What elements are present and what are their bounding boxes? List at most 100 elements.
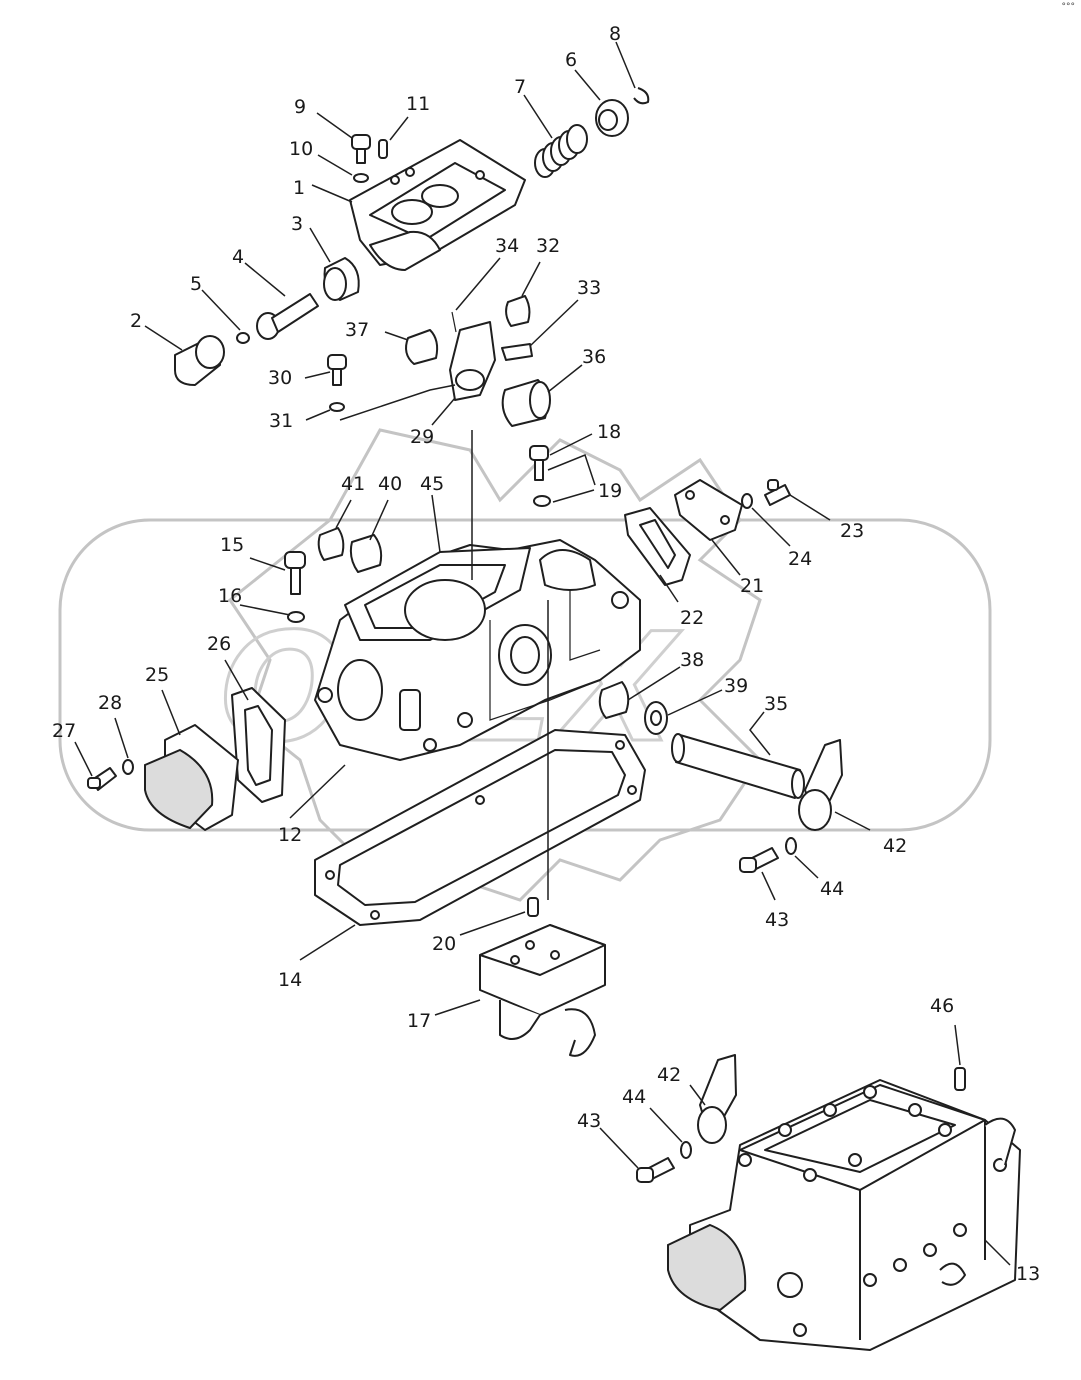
gasket-26 — [231, 687, 286, 803]
label-18: 18 — [597, 421, 621, 443]
bushing-38 — [598, 681, 630, 719]
label-5: 5 — [190, 273, 202, 295]
washer-31 — [329, 402, 345, 412]
bolt-43b — [636, 1157, 675, 1183]
washer-24 — [741, 493, 753, 509]
label-29: 29 — [410, 426, 434, 448]
pin-33 — [501, 343, 533, 361]
part-5 — [236, 332, 250, 344]
label-26: 26 — [207, 633, 231, 655]
label-33: 33 — [577, 277, 601, 299]
washer-19 — [533, 495, 551, 507]
label-4: 4 — [232, 246, 244, 268]
label-15: 15 — [220, 534, 244, 556]
label-45: 45 — [420, 473, 444, 495]
sleeve-3 — [323, 257, 360, 301]
label-38: 38 — [680, 649, 704, 671]
label-24: 24 — [788, 548, 812, 570]
top-cover — [349, 139, 526, 271]
bushing-36 — [501, 379, 551, 427]
clip-8 — [633, 87, 650, 105]
label-2: 2 — [130, 310, 142, 332]
bolt-43 — [739, 847, 779, 873]
spring-7 — [534, 124, 588, 178]
label-16: 16 — [218, 585, 242, 607]
label-25: 25 — [145, 664, 169, 686]
bolt-9 — [351, 134, 371, 164]
label-8: 8 — [609, 23, 621, 45]
label-20: 20 — [432, 933, 456, 955]
label-44: 44 — [820, 878, 844, 900]
valve-4 — [256, 293, 319, 340]
pin-46 — [954, 1067, 966, 1091]
label-46: 46 — [930, 995, 954, 1017]
label-1: 1 — [293, 177, 305, 199]
label-43: 43 — [765, 909, 789, 931]
bolt-18 — [529, 445, 549, 481]
label-39: 39 — [724, 675, 748, 697]
washer-39 — [644, 701, 668, 735]
label-34: 34 — [495, 235, 519, 257]
fork-block-17 — [479, 924, 606, 1057]
bolt-23 — [764, 479, 791, 506]
cover-plate-21 — [674, 479, 743, 541]
label-41: 41 — [341, 473, 365, 495]
washer-44b — [680, 1141, 692, 1159]
part-labels: 1 2 3 4 5 6 7 8 9 10 11 12 13 14 15 16 1… — [52, 23, 1040, 1285]
label-11: 11 — [406, 93, 430, 115]
label-42: 42 — [883, 835, 907, 857]
assembled-unit-13 — [667, 1079, 1021, 1351]
label-7: 7 — [514, 76, 526, 98]
bolt-30 — [327, 354, 347, 386]
label-37: 37 — [345, 319, 369, 341]
main-housing-45 — [314, 539, 641, 761]
label-27: 27 — [52, 720, 76, 742]
label-42b: 42 — [657, 1064, 681, 1086]
label-14: 14 — [278, 969, 302, 991]
label-36: 36 — [582, 346, 606, 368]
cover-25 — [144, 724, 239, 831]
cap-6 — [595, 99, 629, 137]
label-23: 23 — [840, 520, 864, 542]
shaft-35 — [671, 733, 805, 799]
washer-44 — [785, 837, 797, 855]
label-12: 12 — [278, 824, 302, 846]
plug-2 — [174, 335, 225, 386]
bushing-40 — [349, 534, 383, 573]
label-31: 31 — [269, 410, 293, 432]
label-35: 35 — [764, 693, 788, 715]
pin-34 — [451, 311, 457, 333]
label-30: 30 — [268, 367, 292, 389]
label-9: 9 — [294, 96, 306, 118]
label-40: 40 — [378, 473, 402, 495]
bushing-41 — [317, 527, 345, 561]
label-6: 6 — [565, 49, 577, 71]
corner-mark: °°° — [1061, 2, 1076, 12]
label-3: 3 — [291, 213, 303, 235]
label-10: 10 — [289, 138, 313, 160]
pin-20 — [527, 897, 539, 917]
label-44b: 44 — [622, 1086, 646, 1108]
lever-42 — [798, 739, 843, 831]
label-32: 32 — [536, 235, 560, 257]
bolt-15 — [284, 551, 306, 595]
bushing-32 — [505, 295, 531, 327]
label-43b: 43 — [577, 1110, 601, 1132]
label-13: 13 — [1016, 1263, 1040, 1285]
label-22: 22 — [680, 607, 704, 629]
gasket-22 — [624, 507, 691, 586]
washer-16 — [287, 611, 305, 623]
gasket-14 — [314, 729, 646, 926]
lever-42b — [697, 1054, 737, 1144]
label-21: 21 — [740, 575, 764, 597]
label-17: 17 — [407, 1010, 431, 1032]
bushing-37 — [405, 329, 439, 365]
washer-28 — [122, 759, 134, 775]
bolt-27 — [87, 767, 117, 791]
washer-10 — [353, 173, 369, 183]
leader-lines — [74, 41, 1011, 1266]
lever-29 — [449, 321, 496, 401]
pin-11 — [378, 139, 388, 159]
label-19: 19 — [598, 480, 622, 502]
